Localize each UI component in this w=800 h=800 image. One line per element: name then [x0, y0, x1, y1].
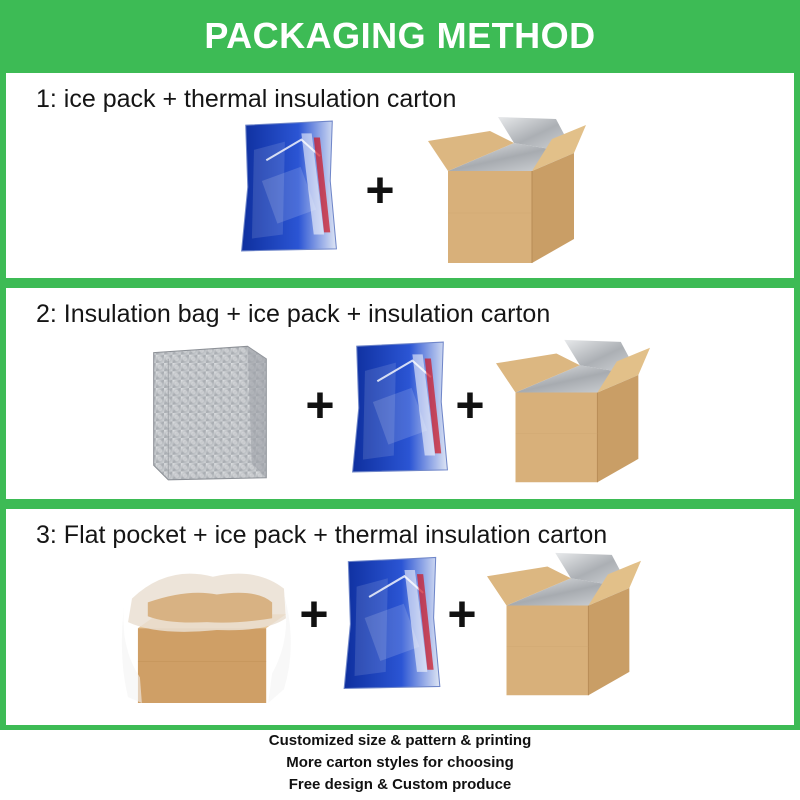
footer-notes: Customized size & pattern & printing Mor… [0, 730, 800, 800]
plus-sign: + [299, 586, 329, 642]
plus-sign: + [455, 377, 485, 433]
flat-pocket-box-icon [121, 573, 292, 704]
method-title-1: 1: ice pack + thermal insulation carton [36, 85, 457, 113]
page-title: PACKAGING METHOD [204, 15, 596, 56]
thermal-carton-icon [495, 339, 651, 483]
ice-pack-icon [351, 341, 449, 473]
footer-line-2: More carton styles for choosing [286, 754, 514, 771]
insulation-bag-icon [153, 345, 267, 481]
thermal-carton-icon [486, 552, 642, 696]
footer-line-1: Customized size & pattern & printing [268, 732, 532, 749]
method-title-3: 3: Flat pocket + ice pack + thermal insu… [36, 521, 608, 549]
method-panel-3: 3: Flat pocket + ice pack + thermal insu… [6, 509, 794, 725]
plus-sign: + [305, 377, 335, 433]
footer-line-3: Free design & Custom produce [288, 776, 512, 793]
plus-sign: + [365, 162, 395, 218]
ice-pack-icon [343, 556, 441, 690]
method-title-2: 2: Insulation bag + ice pack + insulatio… [36, 300, 551, 328]
thermal-carton-icon [427, 116, 587, 264]
page-header: PACKAGING METHOD [0, 0, 800, 72]
method-panel-1: 1: ice pack + thermal insulation carton … [6, 73, 794, 278]
ice-pack-icon [240, 120, 338, 252]
plus-sign: + [447, 586, 477, 642]
method-panel-2: 2: Insulation bag + ice pack + insulatio… [6, 288, 794, 499]
